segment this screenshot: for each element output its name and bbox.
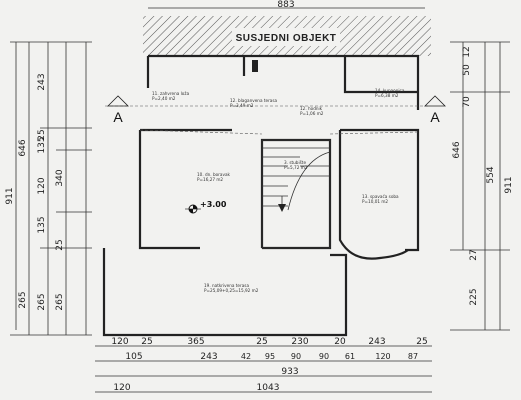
bottom-dim: 243	[200, 352, 217, 362]
left-dim: 265	[18, 291, 28, 308]
bottom-dim: 20	[334, 337, 346, 347]
room-area: P=5,72 m2	[284, 165, 308, 170]
left-dim: 135	[37, 136, 47, 153]
bottom-dim: 95	[265, 352, 275, 361]
bottom-dim: 25	[141, 337, 152, 347]
room-area: P=3,49 m2	[230, 103, 254, 108]
room-area: P=16,27 m2	[197, 177, 223, 182]
bottom-dim: 25	[416, 337, 427, 347]
bottom-dim: 365	[187, 337, 204, 347]
room-name: 11. zahvrena loža	[152, 91, 190, 96]
left-dim: 646	[18, 139, 28, 156]
room-area: P=2,40 m2	[152, 96, 176, 101]
right-dims	[450, 41, 510, 331]
right-dim: 646	[452, 141, 462, 158]
bottom-dim: 87	[408, 352, 418, 361]
right-dim: 27	[469, 249, 479, 260]
bottom-dim: 243	[368, 337, 385, 347]
room-area: P=25,09+0,25=15,92 m2	[204, 288, 259, 293]
bottom-dim: 230	[291, 337, 308, 347]
room-name: 10. dn. boravak	[197, 172, 231, 177]
level-mark: +3.00	[200, 200, 227, 209]
left-dim: 340	[55, 169, 65, 186]
right-dim: 225	[469, 288, 479, 305]
room-name: 3. stubište	[284, 160, 306, 165]
bottom-dim: 1043	[257, 383, 280, 393]
left-dim: 120	[37, 177, 47, 194]
level-marker	[185, 204, 201, 214]
room-name: 12. hodnik	[300, 106, 323, 111]
bottom-dim: 120	[375, 352, 390, 361]
bottom-dims	[95, 345, 432, 393]
left-dim: 265	[55, 293, 65, 310]
room-name: 13. spavaća soba	[362, 194, 399, 199]
bottom-dim: 90	[319, 352, 329, 361]
right-dim: 911	[504, 176, 514, 193]
right-dim: 12	[462, 46, 472, 57]
stair	[261, 139, 331, 249]
left-dim: 265	[37, 293, 47, 310]
section-line	[105, 95, 446, 135]
left-dims	[10, 41, 92, 336]
room-name: 12. blaganvena terasa	[230, 98, 278, 103]
section-marker-left: A	[113, 109, 123, 125]
right-dim: 554	[486, 166, 496, 183]
right-dim: 70	[462, 96, 472, 108]
bottom-dim: 933	[281, 367, 298, 377]
room-name: 14. kupaonica	[375, 88, 405, 93]
section-marker-right: A	[430, 109, 440, 125]
left-dim: 25	[55, 239, 65, 250]
room-area: P=10,01 m2	[362, 199, 388, 204]
left-dim: 911	[5, 187, 15, 204]
bottom-dim: 61	[345, 352, 355, 361]
room-labels: 11. zahvrena loža P=2,40 m2 12. blaganve…	[152, 88, 405, 293]
bottom-dim: 105	[125, 352, 142, 362]
left-dim: 25	[37, 129, 47, 140]
room-area: P=6,38 m2	[375, 93, 399, 98]
bottom-dim: 120	[111, 337, 128, 347]
bottom-dim: 90	[291, 352, 301, 361]
room-area: P=1,06 m2	[300, 111, 324, 116]
bottom-dim: 25	[256, 337, 267, 347]
bottom-dim: 120	[113, 383, 130, 393]
right-dim: 50	[462, 64, 472, 76]
top-dim: 883	[277, 0, 294, 10]
bottom-dim: 42	[241, 352, 251, 361]
left-dim: 135	[37, 216, 47, 233]
neighbor-label: SUSJEDNI OBJEKT	[236, 33, 337, 44]
neighbor-label-bg	[232, 28, 340, 46]
room-name: 19. natkrivena terasa	[204, 283, 249, 288]
left-dim: 243	[37, 73, 47, 90]
